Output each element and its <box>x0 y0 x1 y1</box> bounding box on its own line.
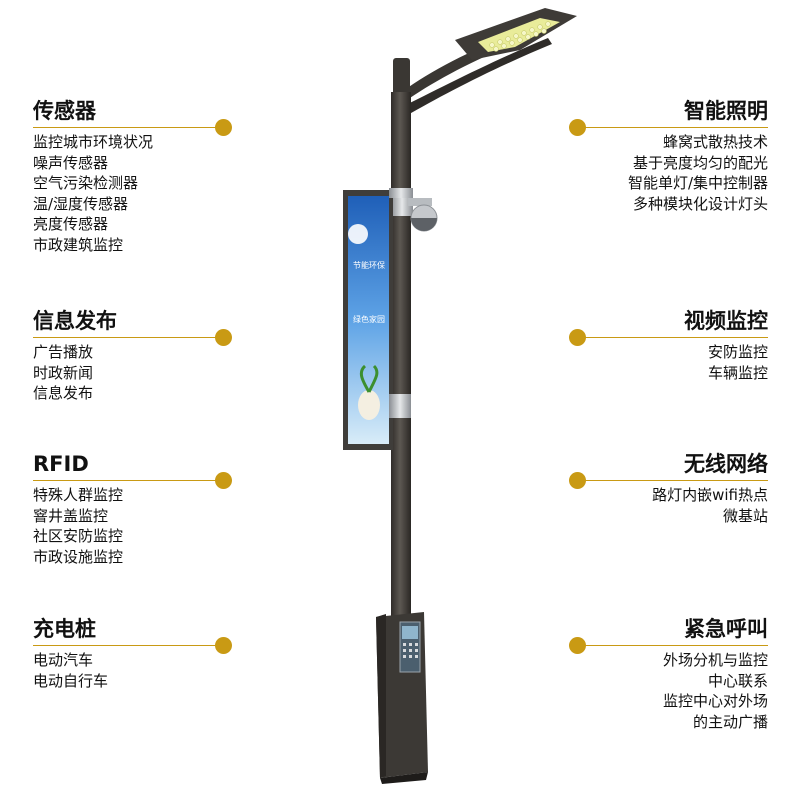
feature-item: 多种模块化设计灯头 <box>632 194 768 213</box>
leader-line <box>569 472 768 489</box>
feature-item: 亮度传感器 <box>33 215 109 233</box>
feature-item: 基于亮度均匀的配光 <box>632 153 768 172</box>
feature-item: 噪声传感器 <box>33 153 109 172</box>
feature-title: 智能照明 <box>684 99 768 123</box>
feature-emergency-call: 紧急呼叫 外场分机与监控 中心联系 监控中心对外场 的主动广播 <box>569 616 768 732</box>
marker-dot <box>215 472 232 489</box>
feature-item: 的主动广播 <box>692 712 768 731</box>
feature-info-release: 信息发布 广告播放 时政新闻 信息发布 <box>33 308 232 404</box>
billboard-line1: 节能环保 <box>353 260 385 270</box>
feature-item: 市政建筑监控 <box>33 235 124 254</box>
feature-title: 充电桩 <box>33 617 96 641</box>
feature-smart-lighting: 智能照明 蜂窝式散热技术 基于亮度均匀的配光 智能单灯/集中控制器 多种模块化设… <box>569 98 768 214</box>
feature-item: 蜂窝式散热技术 <box>662 133 768 151</box>
feature-title: 紧急呼叫 <box>684 617 768 641</box>
feature-title: 传感器 <box>33 99 96 123</box>
feature-title: RFID <box>33 452 89 476</box>
feature-video-monitoring: 视频监控 安防监控 车辆监控 <box>569 308 768 383</box>
leader-line <box>569 119 768 136</box>
feature-item: 电动汽车 <box>33 651 94 669</box>
feature-item: 信息发布 <box>33 384 94 402</box>
feature-item: 温/湿度传感器 <box>33 194 129 213</box>
feature-item: 电动自行车 <box>33 671 109 690</box>
leader-line <box>33 472 232 489</box>
marker-dot <box>569 472 586 489</box>
leader-line <box>33 329 232 346</box>
feature-item: 安防监控 <box>707 343 768 361</box>
lamp-arm-lower <box>400 38 552 116</box>
feature-item: 监控城市环境状况 <box>33 133 154 151</box>
feature-item: 智能单灯/集中控制器 <box>627 174 768 192</box>
billboard-line2: 绿色家园 <box>353 314 385 324</box>
feature-item: 车辆监控 <box>707 363 768 382</box>
feature-item: 窨井盖监控 <box>33 506 109 525</box>
leader-line <box>569 637 768 654</box>
feature-item: 广告播放 <box>33 343 94 361</box>
leader-line <box>569 329 768 346</box>
led-lamp-head <box>455 8 577 60</box>
feature-wireless-network: 无线网络 路灯内嵌wifi热点 微基站 <box>569 451 768 526</box>
leader-line <box>33 637 232 654</box>
feature-item: 社区安防监控 <box>33 527 124 545</box>
feature-item: 外场分机与监控 <box>662 651 768 669</box>
marker-dot <box>215 637 232 654</box>
marker-dot <box>569 329 586 346</box>
feature-title: 无线网络 <box>684 452 768 476</box>
feature-rfid: RFID 特殊人群监控 窨井盖监控 社区安防监控 市政设施监控 <box>33 451 232 567</box>
feature-item: 微基站 <box>722 506 768 525</box>
feature-item: 市政设施监控 <box>33 547 124 566</box>
feature-item: 特殊人群监控 <box>33 486 124 504</box>
led-billboard: 节能环保 绿色家园 <box>343 190 393 450</box>
feature-item: 中心联系 <box>707 671 768 690</box>
feature-charging: 充电桩 电动汽车 电动自行车 <box>33 616 232 691</box>
charging-pile <box>376 612 428 784</box>
dome-camera <box>410 204 438 232</box>
feature-item: 路灯内嵌wifi热点 <box>652 486 768 504</box>
marker-dot <box>215 119 232 136</box>
feature-sensor: 传感器 监控城市环境状况 噪声传感器 空气污染检测器 温/湿度传感器 亮度传感器… <box>33 98 232 255</box>
marker-dot <box>215 329 232 346</box>
feature-title: 视频监控 <box>684 309 768 333</box>
feature-item: 监控中心对外场 <box>662 692 768 710</box>
feature-item: 空气污染检测器 <box>33 174 139 192</box>
leader-line <box>33 119 232 136</box>
feature-title: 信息发布 <box>33 309 117 333</box>
feature-item: 时政新闻 <box>33 363 94 382</box>
marker-dot <box>569 119 586 136</box>
marker-dot <box>569 637 586 654</box>
